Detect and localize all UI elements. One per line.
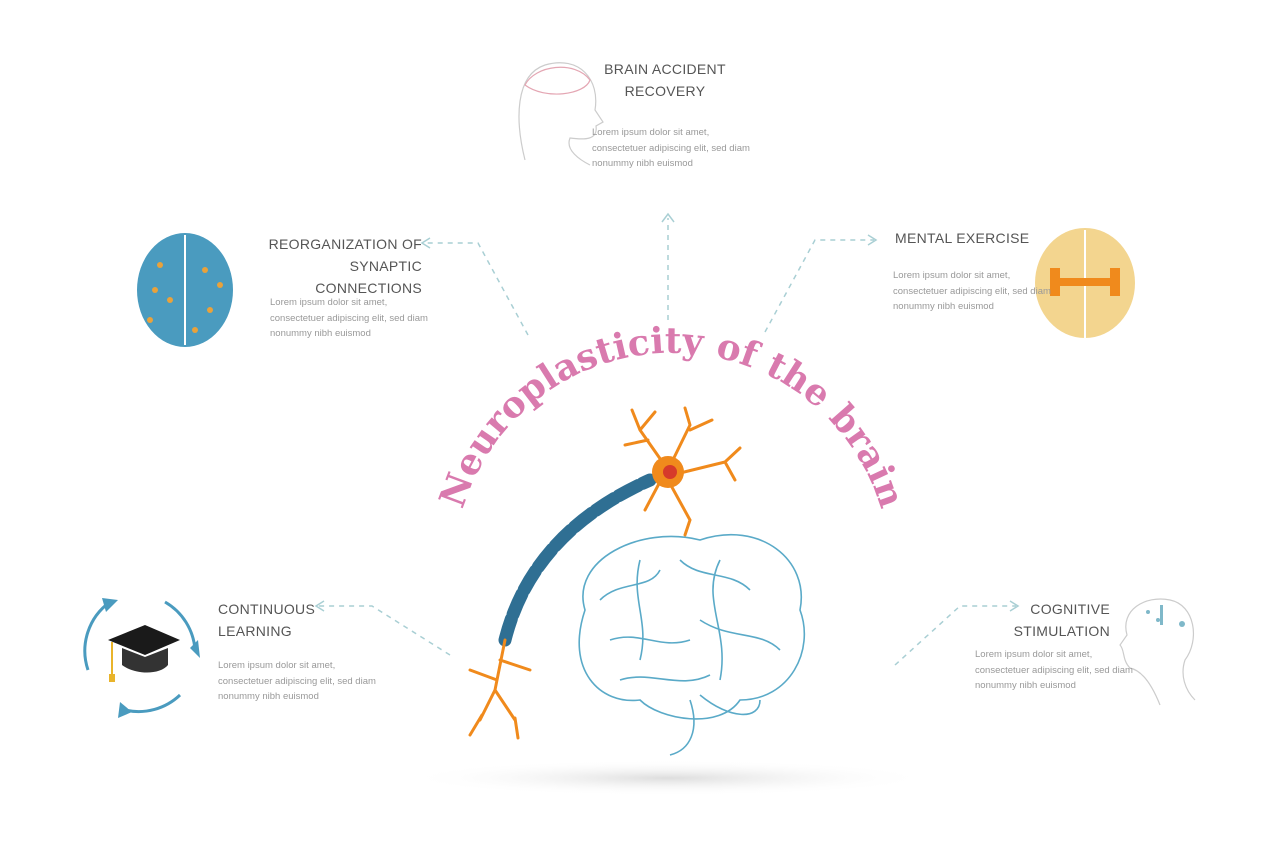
section-body-synaptic: Lorem ipsum dolor sit amet, consectetuer… — [270, 297, 428, 339]
section-title-continuous-learning: CONTINUOUS LEARNING — [218, 598, 315, 642]
shadow — [403, 760, 933, 796]
dashed-connectors — [314, 212, 1020, 666]
section-body-brain-accident-recovery: Lorem ipsum dolor sit amet, consectetuer… — [592, 127, 750, 169]
title-line: COGNITIVE — [1030, 601, 1110, 617]
head-with-brain-icon — [518, 62, 604, 166]
section-body-mental-exercise: Lorem ipsum dolor sit amet, consectetuer… — [893, 270, 1051, 312]
title-line: LEARNING — [218, 623, 292, 639]
neuron-illustration — [468, 406, 742, 740]
title-line: RECOVERY — [624, 83, 706, 99]
synaptic-brain-icon — [137, 233, 233, 347]
dumbbell-brain-icon — [1035, 228, 1135, 338]
section-body-cognitive-stimulation: Lorem ipsum dolor sit amet, consectetuer… — [975, 649, 1133, 691]
brain-illustration — [578, 534, 805, 756]
title-line: MENTAL EXERCISE — [895, 230, 1030, 246]
section-title-mental-exercise: MENTAL EXERCISE — [895, 227, 1029, 249]
title-line: CONTINUOUS — [218, 601, 316, 617]
title-line: STIMULATION — [1013, 623, 1110, 639]
section-body-continuous-learning: Lorem ipsum dolor sit amet, consectetuer… — [218, 660, 376, 702]
cognitive-head-icon — [1119, 598, 1196, 706]
learning-cycle-icon — [83, 598, 200, 718]
title-line: BRAIN ACCIDENT — [604, 61, 726, 77]
title-line: SYNAPTIC CONNECTIONS — [315, 258, 422, 296]
section-title-synaptic: REORGANIZATION OF SYNAPTIC CONNECTIONS — [240, 233, 422, 299]
title-line: REORGANIZATION OF — [268, 236, 422, 252]
section-title-brain-accident-recovery: BRAIN ACCIDENT RECOVERY — [600, 58, 730, 102]
section-title-cognitive-stimulation: COGNITIVE STIMULATION — [1010, 598, 1110, 642]
